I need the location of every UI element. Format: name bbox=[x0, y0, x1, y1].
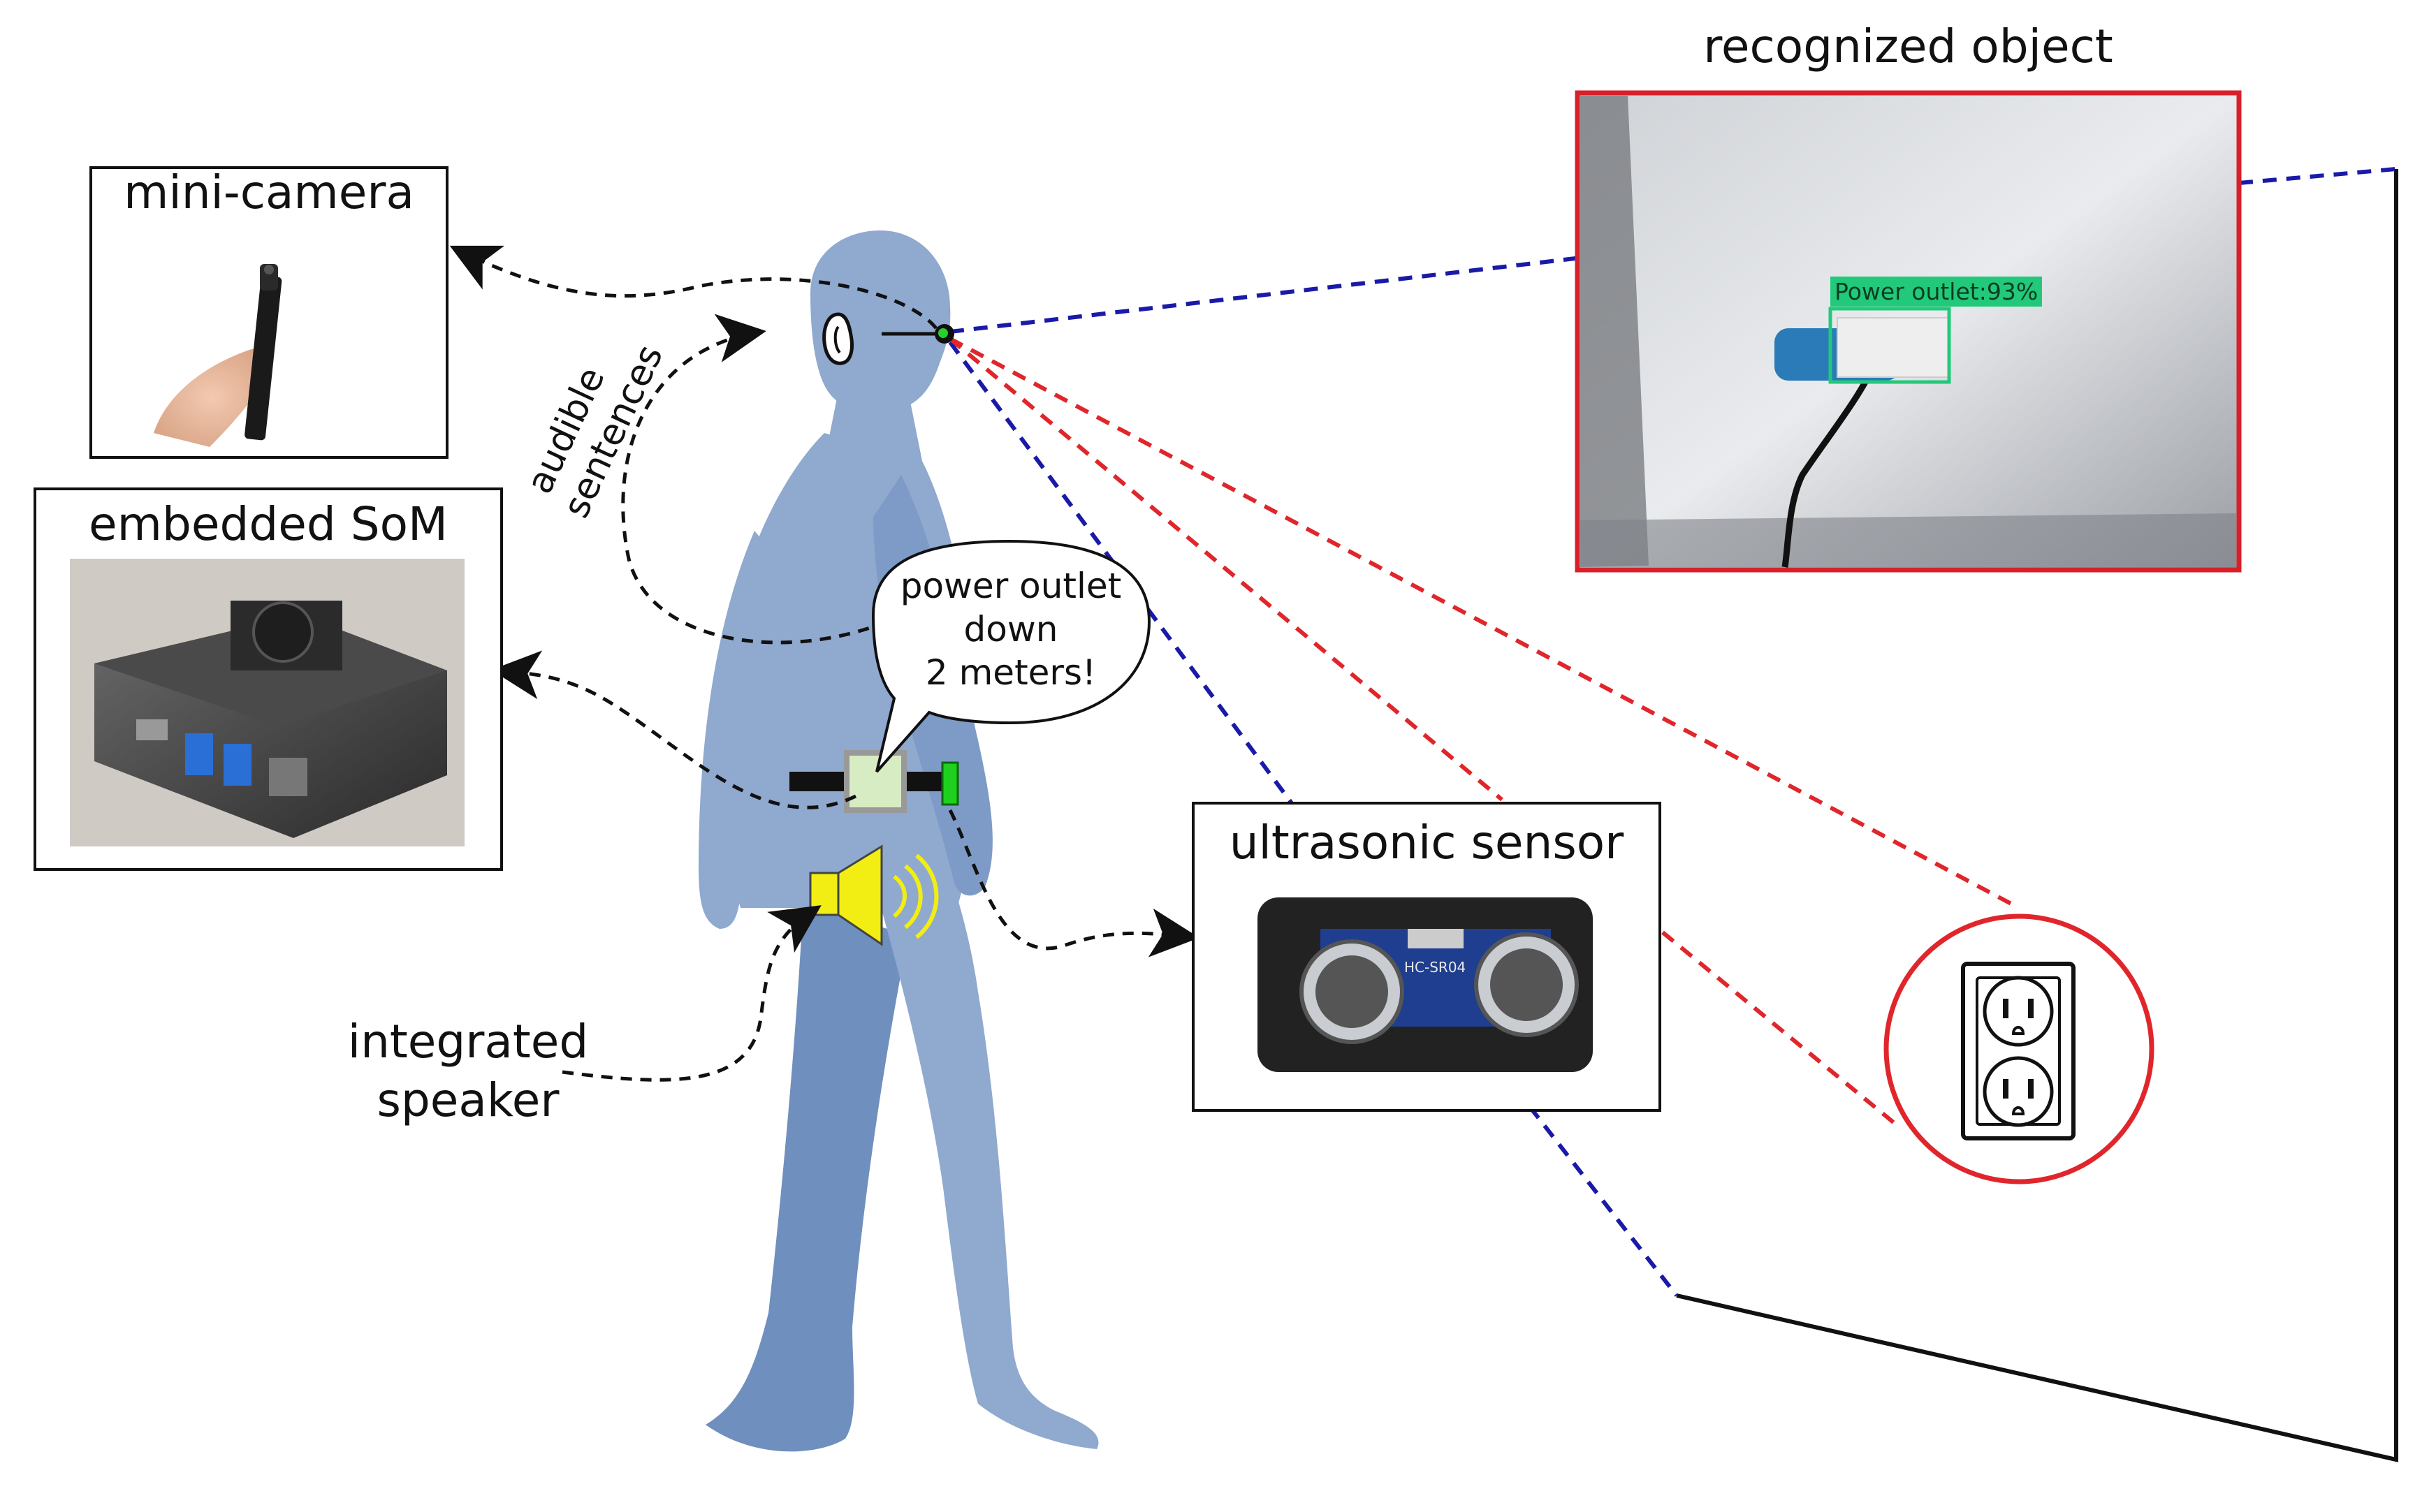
ultrasonic-sensor-title: ultrasonic sensor bbox=[1229, 816, 1624, 869]
recognized-object-title: recognized object bbox=[1703, 20, 2113, 73]
detection-label: Power outlet:93% bbox=[1830, 277, 2043, 307]
belt-module bbox=[844, 750, 907, 813]
power-outlet-zoom bbox=[1883, 913, 2154, 1184]
integrated-speaker-line1: integrated bbox=[347, 1015, 589, 1069]
speech-line3: 2 meters! bbox=[925, 652, 1097, 693]
ultrasonic-sensor-box bbox=[1192, 802, 1661, 1112]
embedded-som-box bbox=[34, 487, 503, 871]
speech-bubble-text: power outlet down 2 meters! bbox=[882, 564, 1140, 694]
power-outlet-icon bbox=[1961, 962, 2076, 1140]
sensor-chip-label: HC-SR04 bbox=[1404, 959, 1466, 976]
camera-view-rays bbox=[948, 256, 1679, 1297]
mini-camera-title: mini-camera bbox=[124, 166, 414, 219]
speech-bubble bbox=[871, 539, 1151, 773]
belt bbox=[789, 750, 959, 813]
som-board-icon bbox=[94, 601, 447, 838]
integrated-speaker-line2: speaker bbox=[377, 1073, 560, 1127]
wall-outline bbox=[1676, 167, 2398, 1462]
integrated-speaker-label: integrated speaker bbox=[335, 1013, 601, 1130]
camera-on-glasses bbox=[882, 324, 954, 344]
belt-sensor-led bbox=[941, 761, 959, 806]
speech-line2: down bbox=[963, 609, 1058, 649]
ultrasonic-sensor-icon bbox=[1257, 897, 1593, 1072]
recognized-object-frame bbox=[1575, 90, 2242, 573]
ear-icon bbox=[822, 312, 854, 365]
connector-arrows bbox=[449, 245, 1199, 1082]
embedded-som-title: embedded SoM bbox=[89, 497, 448, 551]
speaker-icon bbox=[809, 844, 939, 946]
camera-icon bbox=[154, 264, 282, 447]
detection-box bbox=[1828, 307, 1951, 384]
person-silhouette bbox=[699, 230, 1099, 1452]
speech-line1: power outlet bbox=[900, 566, 1122, 606]
mini-camera-box bbox=[89, 166, 448, 459]
ultrasonic-rays bbox=[949, 337, 2020, 1130]
